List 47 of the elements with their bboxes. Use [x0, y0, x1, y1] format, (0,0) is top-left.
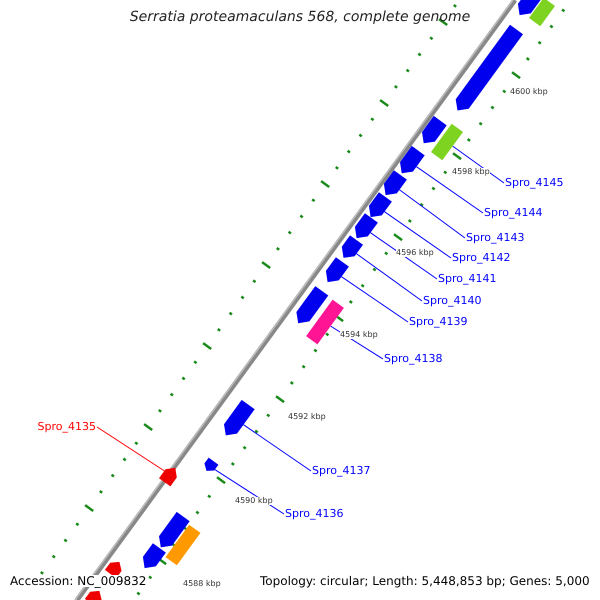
gene-feature: [159, 468, 177, 486]
gene-label: Spro_4142: [452, 252, 510, 263]
gene-label: Spro_4136: [285, 508, 344, 519]
gene-feature: [518, 0, 541, 16]
gene-feature: [342, 235, 363, 258]
gene-label: Spro_4135: [38, 421, 96, 432]
gene-feature: [204, 458, 218, 471]
scale-label: 4588 kbp: [183, 580, 221, 588]
gene-feature: [159, 512, 190, 548]
leader-line: [452, 146, 504, 184]
scale-label: 4590 kbp: [235, 497, 273, 505]
scale-label: 4592 kbp: [288, 413, 326, 421]
gene-label: Spro_4139: [409, 316, 468, 327]
gene-feature: [84, 590, 102, 600]
scale-label: 4596 kbp: [396, 249, 434, 257]
gene-label: Spro_4145: [505, 177, 564, 188]
leader-line: [340, 276, 408, 322]
map-footer-text: Accession: NC_009832: [10, 575, 146, 587]
gene-feature: [166, 524, 200, 566]
scale-label: 4598 kbp: [452, 168, 490, 176]
gene-feature: [529, 0, 555, 26]
map-footer-text: Topology: circular; Length: 5,448,853 bp; Genes: 5,000: [260, 575, 590, 587]
leader-line: [370, 232, 438, 280]
gene-feature: [400, 146, 425, 174]
gene-feature: [431, 124, 463, 160]
gene-label: Spro_4144: [484, 207, 542, 218]
gene-feature: [296, 286, 328, 324]
gene-label: Spro_4138: [384, 353, 442, 364]
gene-feature: [224, 400, 255, 436]
leader-line: [416, 166, 484, 214]
leader-line: [384, 211, 452, 258]
gene-label: Spro_4140: [423, 295, 482, 306]
gene-feature: [384, 170, 407, 196]
gene-feature: [326, 257, 349, 282]
gene-feature: [422, 116, 447, 144]
map-title: Serratia proteamaculans 568, complete genome: [128, 10, 472, 24]
gene-label: Spro_4137: [312, 465, 370, 476]
gene-feature: [354, 213, 378, 238]
leader-line: [356, 253, 422, 302]
gene-label: Spro_4141: [438, 273, 496, 284]
gene-feature: [368, 192, 392, 218]
gene-label: Spro_4143: [466, 232, 524, 243]
leader-line: [96, 426, 165, 472]
scale-label: 4594 kbp: [340, 331, 378, 339]
leader-line: [398, 189, 466, 238]
scale-label: 4600 kbp: [510, 88, 548, 96]
leader-line: [242, 424, 312, 472]
